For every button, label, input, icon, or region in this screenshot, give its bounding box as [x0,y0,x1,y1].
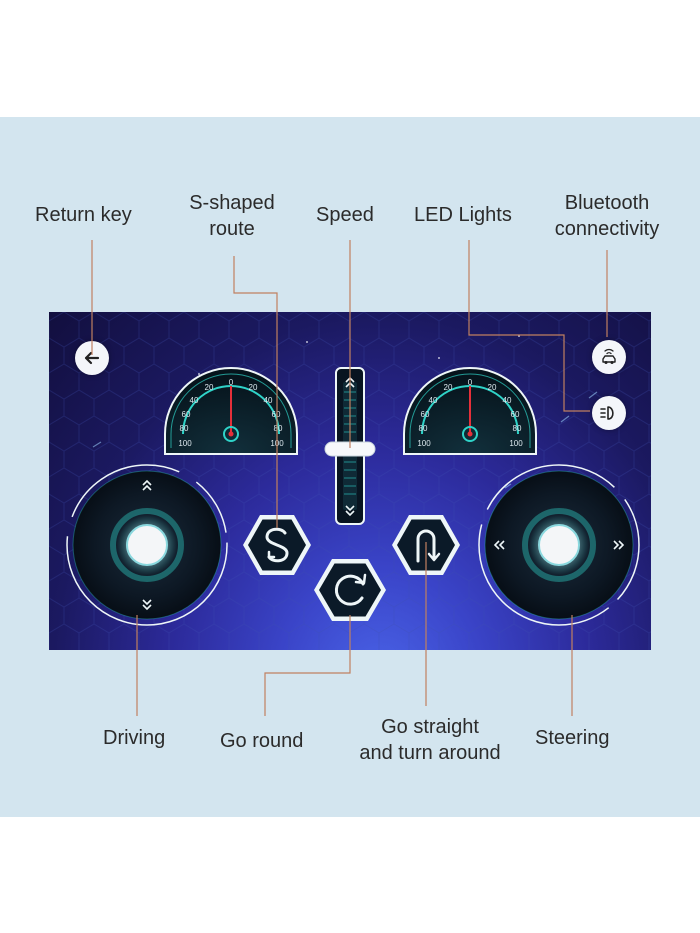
right-gauge-tick-l100: 100 [417,439,431,448]
steer-right-chevron-icon [613,540,625,550]
car-signal-icon [602,348,616,364]
callout-speed: Speed [316,204,374,226]
speed-down-chevron-icon [345,505,355,517]
right-gauge-tick-l20: 20 [444,383,453,392]
s-route-icon [265,527,289,563]
right-gauge-tick-r80: 80 [513,424,522,433]
callout-go-round: Go round [220,730,304,752]
callout-led-lights: LED Lights [414,204,512,226]
right-gauge-tick-r40: 40 [503,396,512,405]
left-gauge-tick-l40: 40 [190,396,199,405]
right-gauge-tick-r100: 100 [509,439,523,448]
right-gauge-tick-l80: 80 [419,424,428,433]
go-round-button[interactable] [314,559,386,621]
left-gauge-tick-l80: 80 [180,424,189,433]
arrow-left-icon [84,351,100,365]
drive-forward-chevron-icon [142,479,152,491]
left-gauge-tick-l20: 20 [205,383,214,392]
left-gauge-tick-r60: 60 [272,410,281,419]
headlight-icon [600,406,614,420]
return-button[interactable] [75,341,109,375]
remote-control-screen: 0 20 40 60 80 100 20 40 60 80 100 0 20 4… [49,312,651,650]
right-gauge-tick-l40: 40 [429,396,438,405]
callout-go-straight: Go straight and turn around [359,716,501,764]
drive-backward-chevron-icon [142,599,152,611]
left-gauge-tick-0: 0 [229,378,234,387]
left-gauge-tick-r20: 20 [249,383,258,392]
speed-slider-thumb [324,441,376,457]
rotate-icon [334,574,365,606]
bluetooth-button[interactable] [592,340,626,374]
s-route-button[interactable] [243,515,311,575]
left-gauge-tick-r40: 40 [264,396,273,405]
callout-steering: Steering [535,727,610,749]
left-gauge-tick-l100: 100 [178,439,192,448]
driving-joystick[interactable] [66,464,228,626]
left-gauge-tick-l60: 60 [182,410,191,419]
left-gauge-tick-r100: 100 [270,439,284,448]
steer-left-chevron-icon [493,540,505,550]
right-gauge-tick-0: 0 [468,378,473,387]
screen-graphics: 0 20 40 60 80 100 20 40 60 80 100 0 20 4… [49,312,651,650]
callout-driving: Driving [103,727,166,749]
steering-joystick[interactable] [478,464,640,626]
callout-return-key: Return key [35,204,132,226]
led-lights-button[interactable] [592,396,626,430]
left-gauge-tick-r80: 80 [274,424,283,433]
right-gauge-tick-r20: 20 [488,383,497,392]
callout-bluetooth: Bluetooth connectivity [554,192,660,240]
callout-s-shaped-route: S-shaped route [189,192,275,240]
right-gauge-tick-r60: 60 [511,410,520,419]
u-turn-icon [416,529,436,563]
right-gauge-tick-l60: 60 [421,410,430,419]
